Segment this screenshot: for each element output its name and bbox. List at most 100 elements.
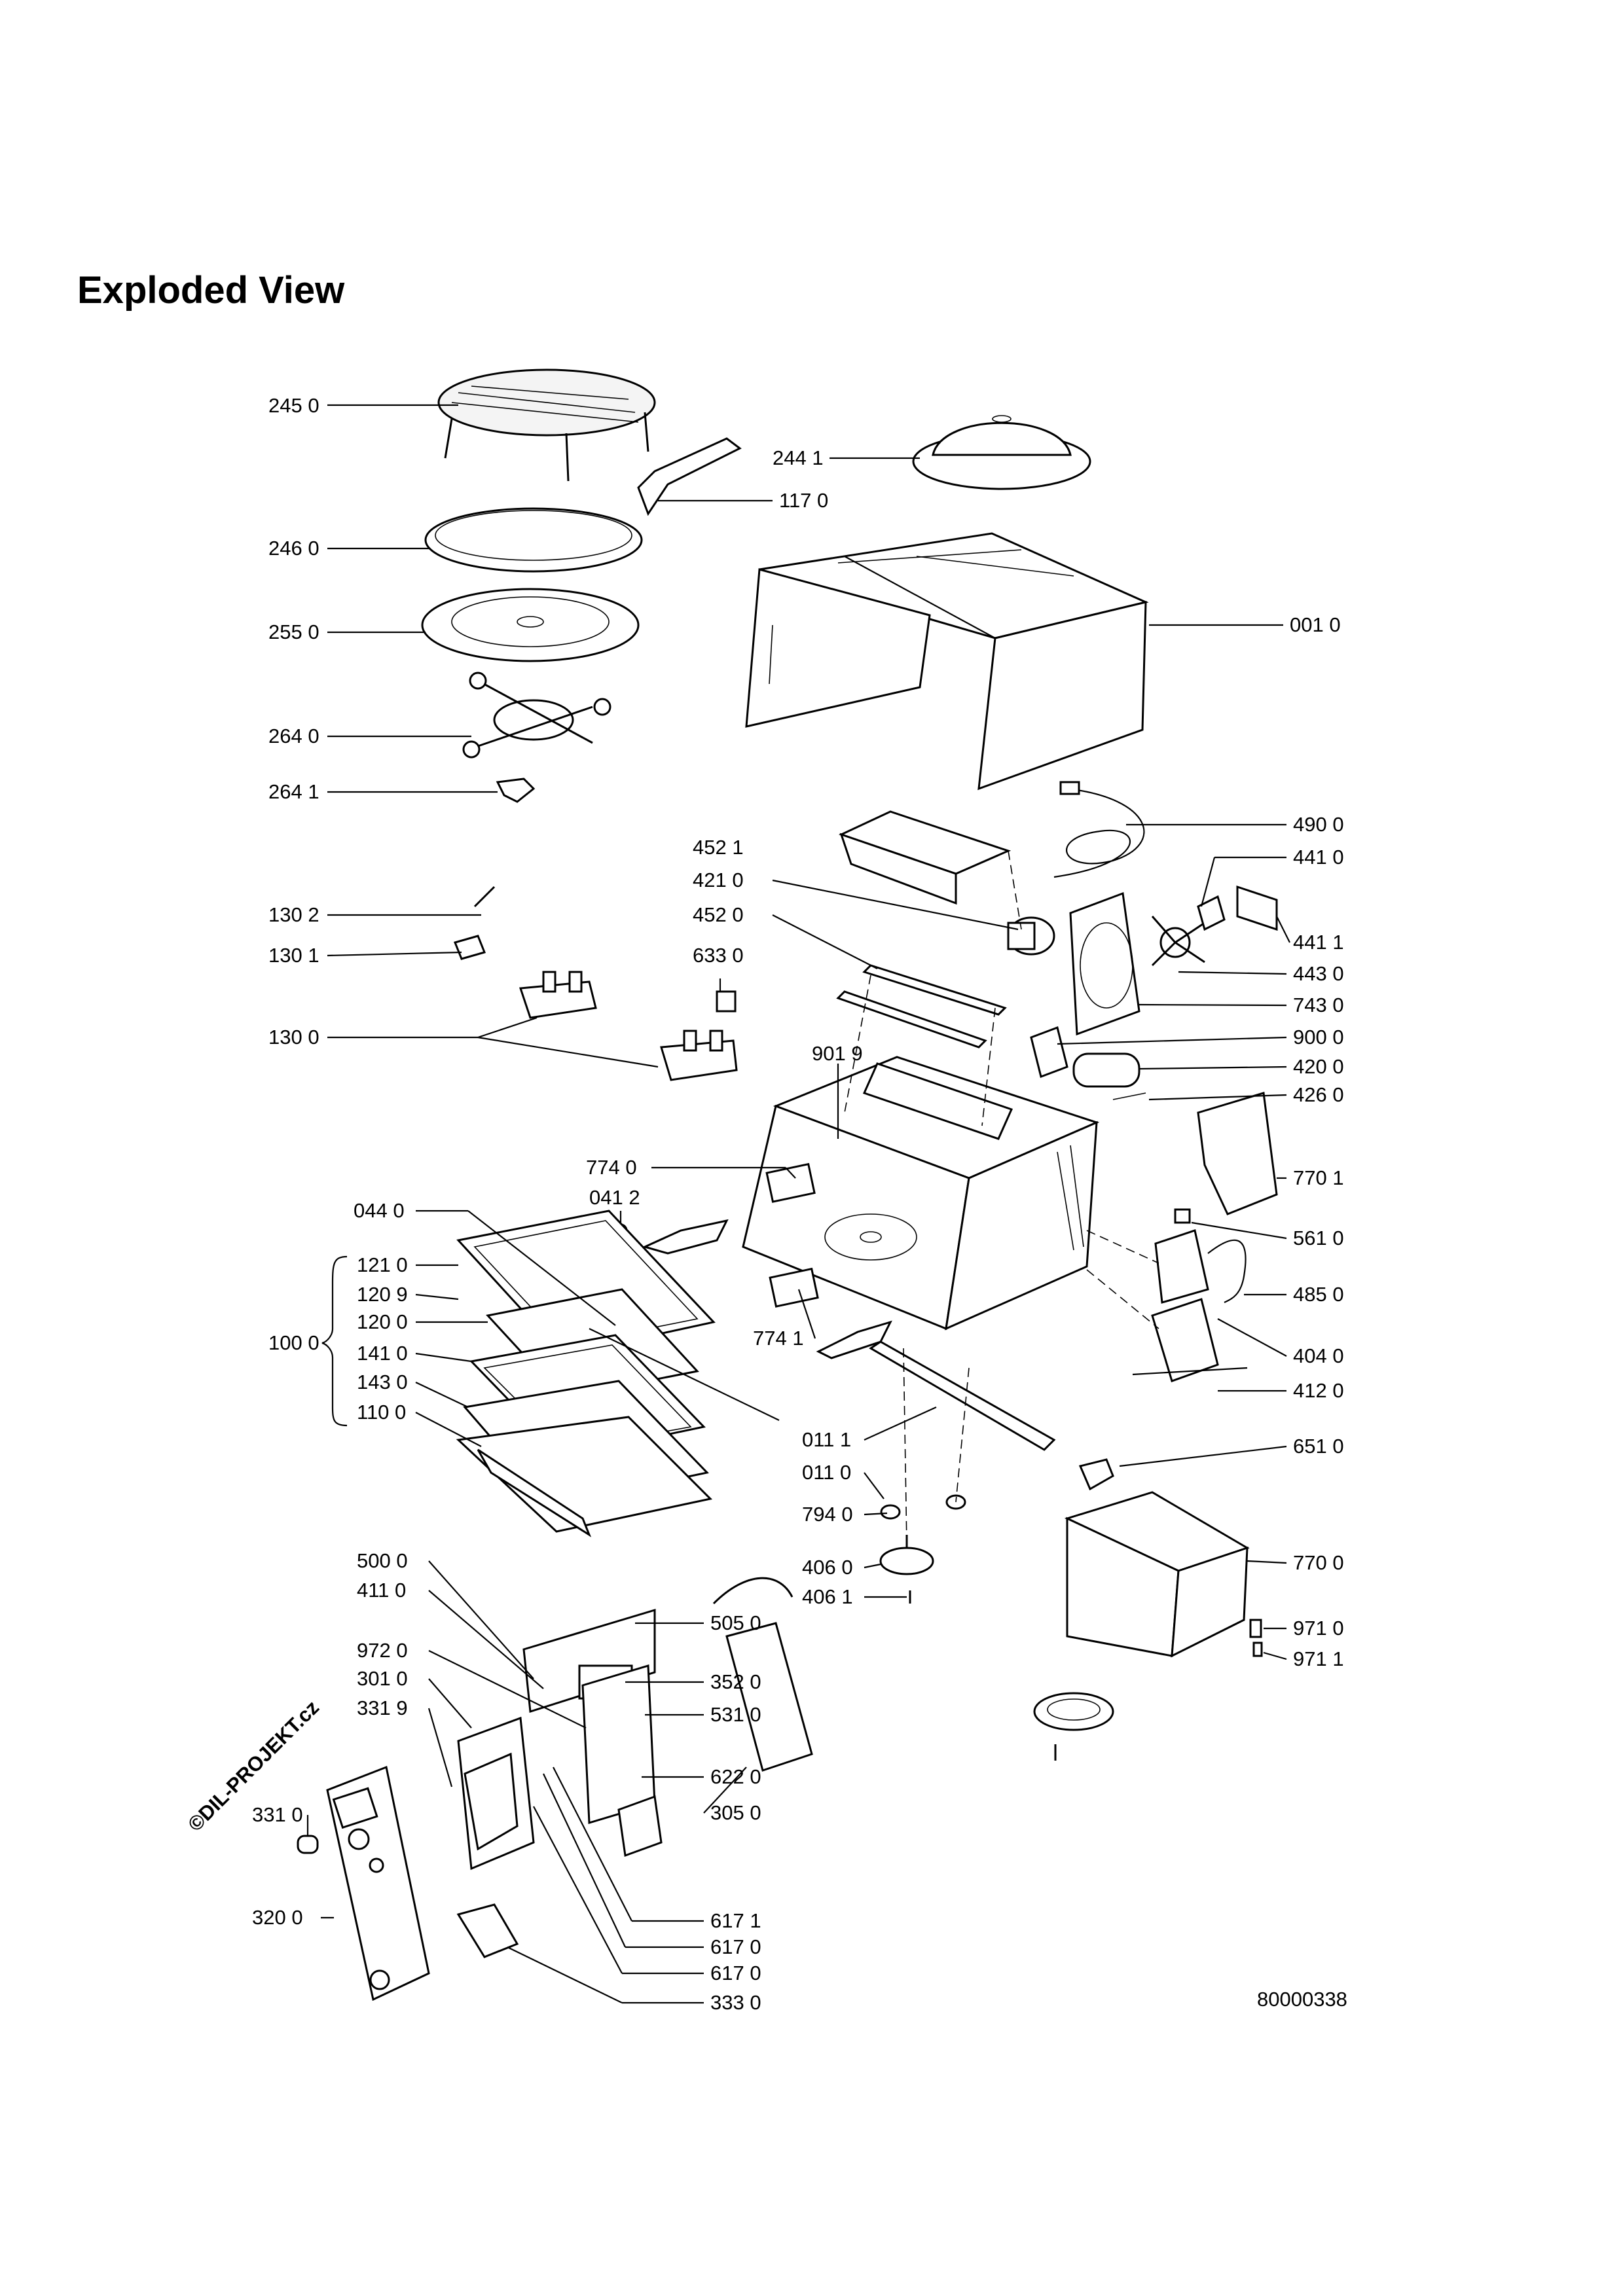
part-coupler xyxy=(496,778,536,803)
label-900-0: 900 0 xyxy=(1293,1026,1344,1049)
guide-line-1 xyxy=(1008,850,1022,930)
label-130-2: 130 2 xyxy=(268,903,319,926)
part-plate xyxy=(424,507,643,573)
label-412-0: 412 0 xyxy=(1293,1379,1344,1402)
label-120-0: 120 0 xyxy=(357,1310,408,1333)
part-door-assembly xyxy=(456,1210,780,1537)
label-500-0: 500 0 xyxy=(357,1549,408,1572)
label-041-2: 041 2 xyxy=(589,1186,640,1209)
guide-line-5 xyxy=(903,1348,907,1545)
guide-line-7 xyxy=(1086,1269,1159,1329)
label-130-0: 130 0 xyxy=(268,1026,319,1049)
label-617-1: 617 1 xyxy=(710,1909,761,1932)
guide-line-3 xyxy=(981,1007,996,1126)
document-number: 80000338 xyxy=(1257,1988,1347,2011)
label-411-0: 411 0 xyxy=(357,1579,406,1602)
part-air-duct xyxy=(1064,1491,1250,1658)
part-roller-ring xyxy=(462,672,611,759)
part-control-panel xyxy=(297,1577,813,2001)
label-404-0: 404 0 xyxy=(1293,1344,1344,1367)
label-121-0: 121 0 xyxy=(357,1253,408,1276)
part-hinge-lower xyxy=(769,1267,819,1308)
label-245-0: 245 0 xyxy=(268,394,319,417)
label-972-0: 972 0 xyxy=(357,1639,408,1662)
label-406-0: 406 0 xyxy=(802,1556,853,1579)
part-power-cord xyxy=(1053,781,1145,878)
label-617-0-b: 617 0 xyxy=(710,1962,761,1984)
part-labels: 245 0 244 1 117 0 246 0 255 0 001 0 264 … xyxy=(252,394,1344,2014)
label-352-0: 352 0 xyxy=(710,1670,761,1693)
label-441-1: 441 1 xyxy=(1293,931,1344,954)
label-320-0: 320 0 xyxy=(252,1906,303,1929)
part-handle xyxy=(637,437,742,516)
part-heater-tubes xyxy=(836,964,1007,1049)
label-244-1: 244 1 xyxy=(773,446,824,469)
guide-line-6 xyxy=(1086,1230,1159,1264)
label-331-9: 331 9 xyxy=(357,1696,408,1719)
label-971-0: 971 0 xyxy=(1293,1617,1344,1640)
label-617-0-a: 617 0 xyxy=(710,1935,761,1958)
door-group-brace xyxy=(321,1255,348,1427)
part-grill-rack xyxy=(437,368,656,482)
label-264-1: 264 1 xyxy=(268,780,319,803)
part-fan-assembly xyxy=(1069,885,1278,1036)
part-switch-holder-lower xyxy=(660,1030,738,1081)
part-hinge-upper xyxy=(765,1162,816,1203)
label-130-1: 130 1 xyxy=(268,944,319,967)
part-transformer xyxy=(1132,1229,1248,1382)
label-110-0: 110 0 xyxy=(357,1401,406,1424)
label-264-0: 264 0 xyxy=(268,725,319,747)
part-base-rail xyxy=(869,1340,1056,1520)
part-130-2 xyxy=(473,886,496,908)
label-406-1: 406 1 xyxy=(802,1585,853,1608)
label-971-1: 971 1 xyxy=(1293,1647,1344,1670)
label-001-0: 001 0 xyxy=(1290,613,1341,636)
label-901-9: 901 9 xyxy=(812,1042,863,1065)
label-305-0: 305 0 xyxy=(710,1801,761,1824)
label-331-0: 331 0 xyxy=(252,1803,303,1826)
part-waveguide-cover xyxy=(838,810,1012,905)
label-120-9: 120 9 xyxy=(357,1283,408,1306)
part-turntable xyxy=(421,588,640,662)
label-333-0: 333 0 xyxy=(710,1991,761,2014)
label-774-1: 774 1 xyxy=(753,1327,804,1350)
label-531-0: 531 0 xyxy=(710,1703,761,1726)
part-130-1 xyxy=(453,935,486,960)
label-141-0: 141 0 xyxy=(357,1342,408,1365)
part-hinge-plate-lower xyxy=(816,1320,892,1359)
label-443-0: 443 0 xyxy=(1293,962,1344,985)
label-770-0: 770 0 xyxy=(1293,1551,1344,1574)
label-490-0: 490 0 xyxy=(1293,813,1344,836)
label-011-0: 011 0 xyxy=(802,1461,851,1484)
label-426-0: 426 0 xyxy=(1293,1083,1344,1106)
part-651 xyxy=(1078,1458,1114,1491)
part-971 xyxy=(1249,1619,1263,1657)
page-title: Exploded View xyxy=(77,269,345,312)
leader-lines xyxy=(306,404,1290,2004)
label-301-0: 301 0 xyxy=(357,1667,408,1690)
part-switch-holder-upper xyxy=(519,971,597,1019)
part-cover-dome xyxy=(912,415,1091,490)
label-743-0: 743 0 xyxy=(1293,994,1344,1016)
label-421-0: 421 0 xyxy=(693,869,744,891)
label-770-1: 770 1 xyxy=(1293,1166,1344,1189)
part-hinge-plate-upper xyxy=(642,1219,729,1255)
label-505-0: 505 0 xyxy=(710,1611,761,1634)
label-044-0: 044 0 xyxy=(354,1199,405,1222)
part-housing-cover xyxy=(745,532,1149,791)
label-794-0: 794 0 xyxy=(802,1503,853,1526)
label-117-0: 117 0 xyxy=(779,489,828,512)
label-774-0: 774 0 xyxy=(586,1156,637,1179)
label-561-0: 561 0 xyxy=(1293,1227,1344,1249)
part-motor xyxy=(1007,916,1055,956)
part-capacitor xyxy=(1030,1026,1146,1100)
part-turntable-motor xyxy=(879,1535,934,1604)
label-100-0: 100 0 xyxy=(268,1331,319,1354)
part-filter xyxy=(1033,1692,1114,1761)
label-143-0: 143 0 xyxy=(357,1371,408,1393)
label-622-0: 622 0 xyxy=(710,1765,761,1788)
label-452-1: 452 1 xyxy=(693,836,744,859)
label-255-0: 255 0 xyxy=(268,620,319,643)
